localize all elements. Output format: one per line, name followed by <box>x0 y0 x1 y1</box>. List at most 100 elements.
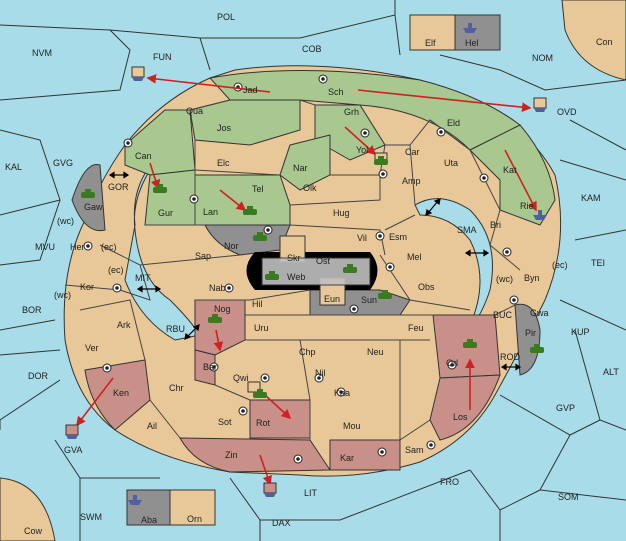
land-label-hug: Hug <box>333 208 350 218</box>
fleet-aba-icon <box>128 495 142 505</box>
land-label-orl: Orl <box>446 358 458 368</box>
land-label-kaa: Kaa <box>334 388 350 398</box>
land-label-her: Her <box>70 242 85 252</box>
sea-label-buc: BUC <box>493 310 513 320</box>
army-pir-icon <box>530 344 544 353</box>
sea-label-rod: ROD <box>500 352 521 362</box>
land-label-nog: Nog <box>214 304 231 314</box>
fleet-ovd-icon <box>533 97 547 112</box>
sea-label-nom: NOM <box>532 53 553 63</box>
fleet-hel-icon <box>463 23 477 33</box>
sea-label-nvm: NVM <box>32 48 52 58</box>
land-label-eun: Eun <box>324 294 340 304</box>
fleet-rie-icon <box>533 210 547 220</box>
sea-label-tei: TEI <box>591 258 605 268</box>
sea-labels: POL NVM FUN COB NOM Con OVD KAL GVG GOR … <box>5 12 619 536</box>
land-label-gwa: Gwa <box>530 308 549 318</box>
sea-label-gvg: GVG <box>53 158 73 168</box>
land-label-sot: Sot <box>218 417 232 427</box>
land-label-wc3: (wc) <box>54 290 71 300</box>
sea-label-mit: MIT <box>135 273 151 283</box>
land-label-los: Los <box>453 412 468 422</box>
land-label-tel: Tel <box>252 184 264 194</box>
fleet-gva-icon <box>65 424 79 439</box>
fleet-qwi-icon <box>247 381 261 393</box>
land-label-uru: Uru <box>254 323 269 333</box>
land-label-mou: Mou <box>343 421 361 431</box>
sea-label-pol: POL <box>217 12 235 22</box>
fleet-fun-icon <box>131 66 145 81</box>
province-elf[interactable] <box>409 14 456 51</box>
land-label-sch: Sch <box>328 87 344 97</box>
sea-label-mvu: MVU <box>35 242 55 252</box>
sea-label-kal: KAL <box>5 162 22 172</box>
land-labels: Jad Sch Qua Jos Grh Eld Can Yol Car Elc … <box>54 38 568 525</box>
land-label-feu: Feu <box>408 323 424 333</box>
sea-label-gor: GOR <box>108 182 129 192</box>
land-label-gaw: Gaw <box>84 202 103 212</box>
land-label-car: Car <box>405 147 420 157</box>
land-label-nil: Nil <box>315 368 326 378</box>
land-label-rot: Rot <box>256 418 271 428</box>
land-label-elf: Elf <box>425 38 436 48</box>
sea-label-gva: GVA <box>64 445 82 455</box>
land-label-grh: Grh <box>344 107 359 117</box>
land-label-bar: Bar <box>203 362 217 372</box>
sea-label-dor: DOR <box>28 371 49 381</box>
land-label-nor: Nor <box>224 241 239 251</box>
army-ost-icon <box>343 264 357 273</box>
land-label-kar: Kar <box>340 453 354 463</box>
land-label-mel: Mel <box>407 252 422 262</box>
land-label-kor: Kor <box>80 282 94 292</box>
sea-label-ovd: OVD <box>557 107 577 117</box>
land-label-wc1: (wc) <box>57 216 74 226</box>
sea-label-rbu: RBU <box>166 324 185 334</box>
land-label-sap: Sap <box>195 251 211 261</box>
land-label-amp: Amp <box>402 176 421 186</box>
land-label-nab: Nab <box>209 283 226 293</box>
land-label-sam: Sam <box>405 445 424 455</box>
land-label-gur: Gur <box>158 208 173 218</box>
land-label-ark: Ark <box>117 320 131 330</box>
sea-label-kup: KUP <box>571 327 590 337</box>
army-orl-icon <box>463 339 477 348</box>
land-label-ec1: (ec) <box>101 242 117 252</box>
sea-label-som: SOM <box>558 492 579 502</box>
land-label-kat: Kat <box>503 165 517 175</box>
land-label-pir: Pir <box>525 328 536 338</box>
land-label-hel: Hel <box>465 38 479 48</box>
land-label-lan: Lan <box>203 207 218 217</box>
sea-label-cow: Cow <box>24 526 43 536</box>
land-label-hil: Hil <box>252 299 263 309</box>
land-label-qwi: Qwi <box>233 373 249 383</box>
land-label-ec3: (ec) <box>552 260 568 270</box>
land-label-ver: Ver <box>85 343 99 353</box>
order-arrows <box>76 74 537 486</box>
army-nog-icon <box>208 314 222 323</box>
army-yol-icon <box>374 156 388 165</box>
land-label-jos: Jos <box>217 123 232 133</box>
land-label-ail: Ail <box>147 421 157 431</box>
land-label-can: Can <box>135 151 152 161</box>
sea-label-alt: ALT <box>603 367 619 377</box>
province-orn[interactable] <box>169 489 216 526</box>
army-sun-icon <box>378 290 392 299</box>
land-label-aba: Aba <box>141 515 157 525</box>
army-web-icon <box>265 271 279 280</box>
supply-centers <box>83 74 519 464</box>
sea-label-swm: SWM <box>80 512 102 522</box>
land-label-elc: Elc <box>217 158 230 168</box>
army-units[interactable] <box>81 156 544 398</box>
land-label-eld: Eld <box>447 118 460 128</box>
land-label-bri: Bri <box>490 220 501 230</box>
crossing-arrows <box>108 171 522 371</box>
sea-label-con: Con <box>596 37 613 47</box>
land-label-sun: Sun <box>361 295 377 305</box>
sea-label-gvp: GVP <box>556 403 575 413</box>
sea-label-sma: SMA <box>457 225 477 235</box>
land-label-zin: Zin <box>225 450 238 460</box>
land-label-qua: Qua <box>186 106 203 116</box>
